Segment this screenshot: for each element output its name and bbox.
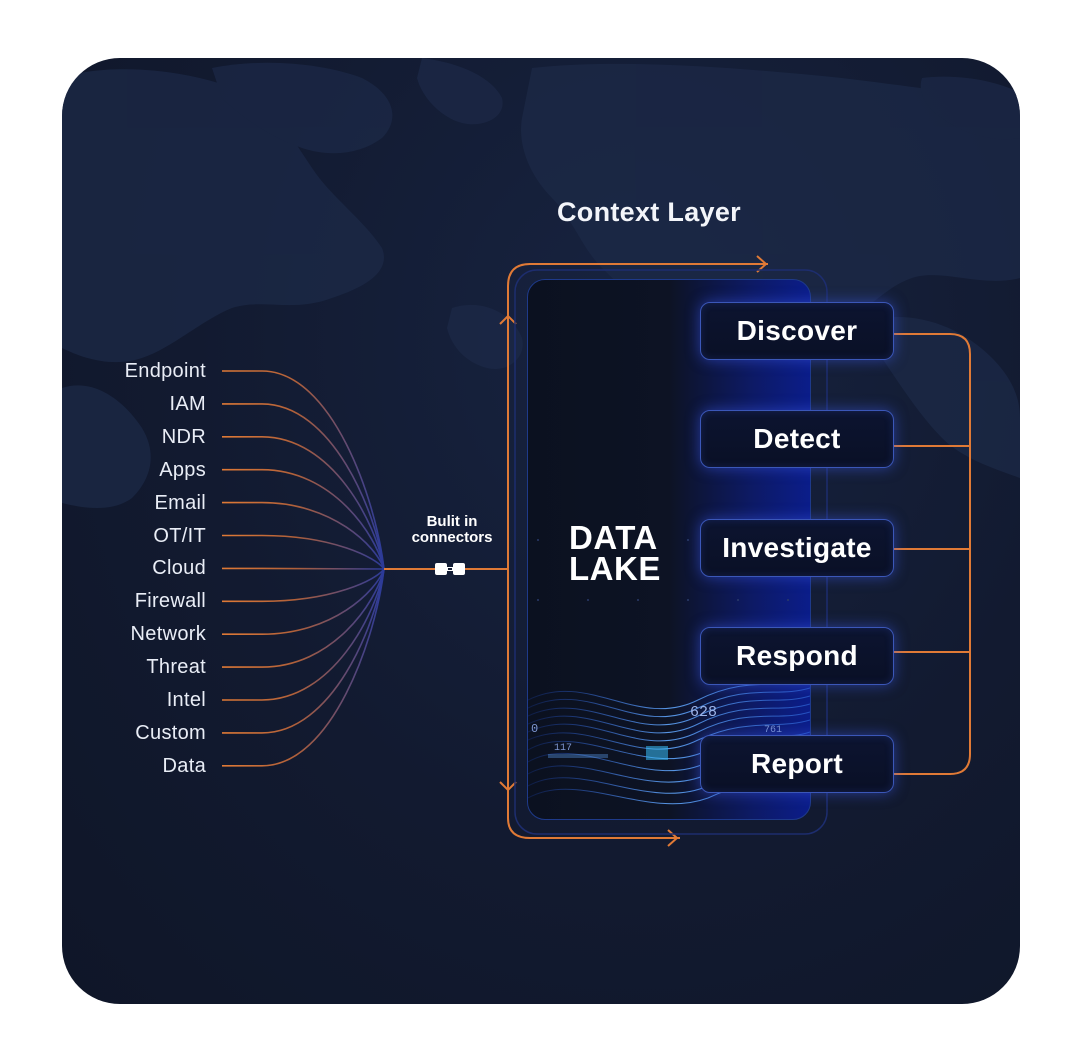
connector-plug-icon [435,563,465,575]
source-link-line [222,501,385,570]
connector-label: Bulit in connectors [398,514,506,546]
source-label: Apps [159,458,206,481]
source-link-line [222,403,385,570]
source-label: Network [130,623,206,646]
source-fan-lines [222,370,385,767]
source-link-line [222,568,385,701]
connector-label-line2: connectors [411,529,493,546]
source-link-line [222,436,385,570]
source-link-line [222,567,385,570]
source-label: Custom [135,721,206,744]
flow-diagram [222,255,971,847]
source-label: Firewall [134,590,206,613]
stage-box-discover: Discover [700,302,894,360]
source-label: Data [162,754,206,777]
data-lake-line1: DATA [569,519,658,556]
source-label: NDR [161,425,206,448]
data-wave-graphic: 628 761 0 117 [528,539,810,805]
source-label: IAM [169,392,206,415]
stage-bracket [893,333,971,775]
data-lake-title: DATA LAKE [569,519,661,587]
arrow-down-icon [499,781,517,792]
world-map-background [62,58,1020,508]
stage-box-respond: Respond [700,627,894,685]
context-layer-title: Context Layer [557,197,741,227]
arrow-up-icon [499,314,517,325]
source-link-line [222,568,385,767]
stage-box-report: Report [700,735,894,793]
decor-number: 117 [554,743,572,754]
source-link-line [222,568,385,734]
source-label: OT/IT [153,524,206,547]
decor-number: 628 [690,704,717,721]
context-loop-line [507,263,768,839]
decor-number: 0 [531,722,538,736]
data-lake-line2: LAKE [569,550,661,587]
source-link-line [222,568,385,668]
source-link-line [222,568,385,635]
source-label: Cloud [152,557,206,580]
source-label: Endpoint [124,360,206,382]
stage-box-investigate: Investigate [700,519,894,577]
source-link-line [222,534,385,570]
source-label: Threat [146,656,206,679]
decor-number: 761 [764,725,782,736]
connector-label-line1: Bulit in [426,513,478,530]
source-link-line [222,370,385,570]
stage-box-detect: Detect [700,410,894,468]
source-label: Email [154,491,206,514]
arrow-right-icon [667,829,679,847]
source-link-line [222,568,385,603]
source-link-line [222,468,385,570]
source-label: Intel [166,689,206,711]
